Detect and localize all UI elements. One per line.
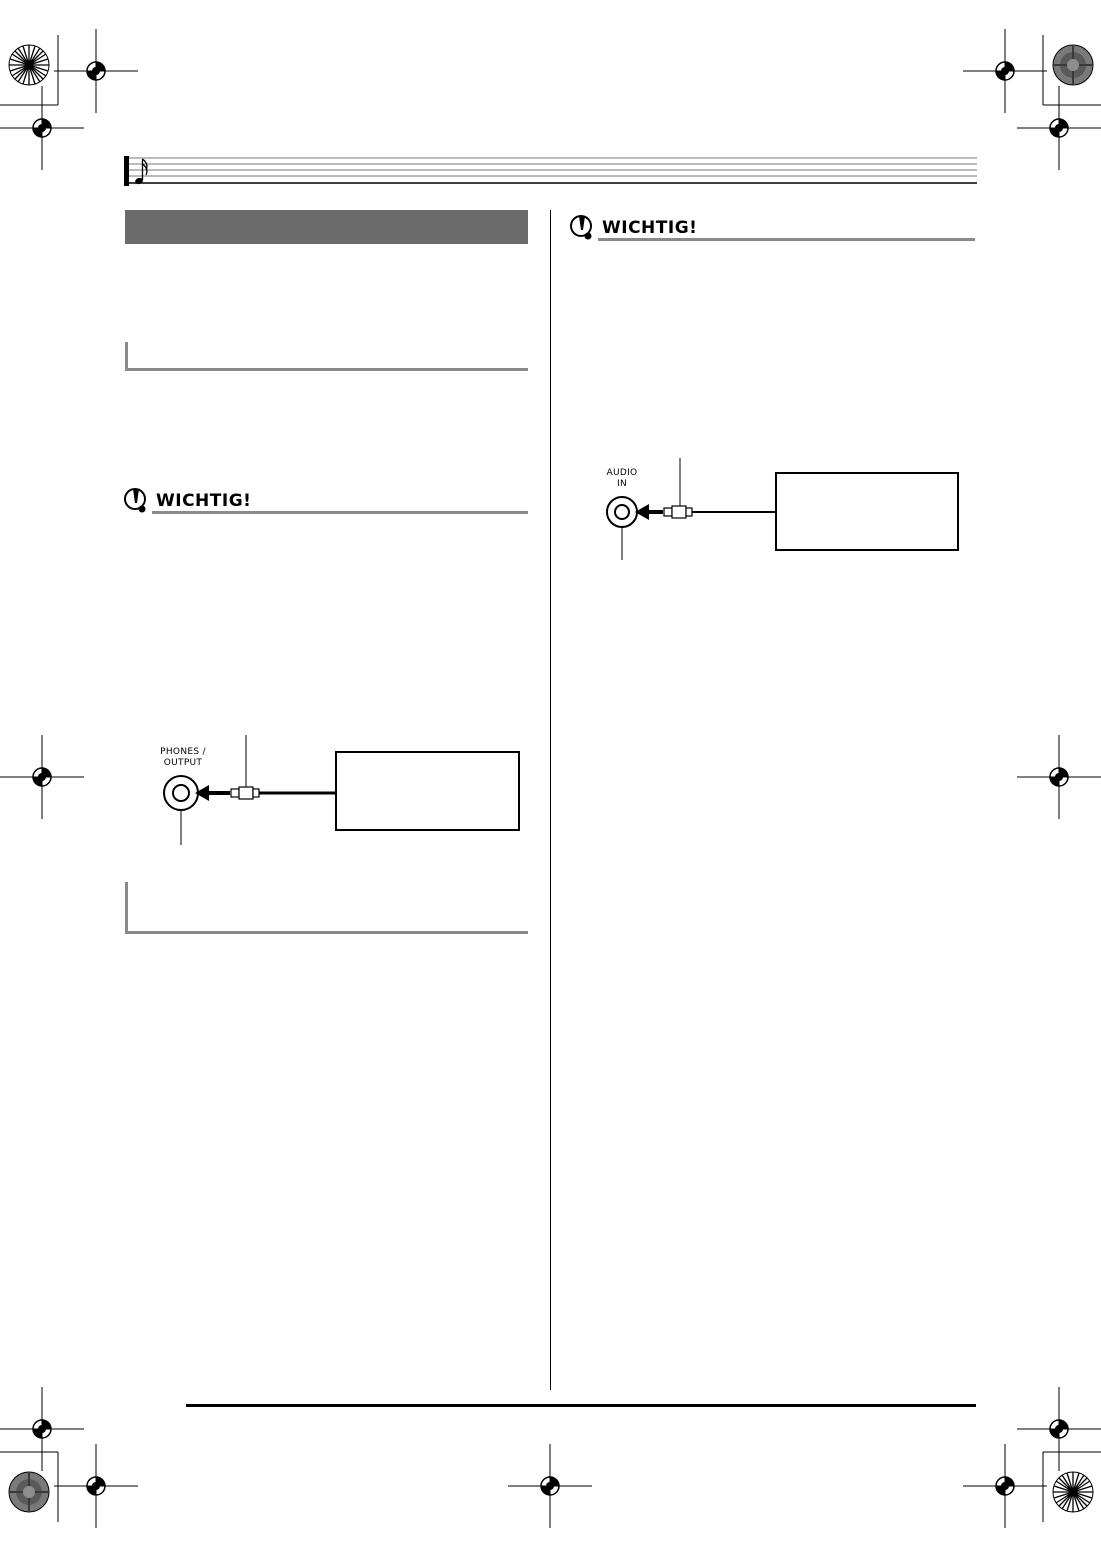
subsection-heading-2 [125, 882, 528, 934]
jack-and-cable [606, 458, 776, 560]
column-divider [550, 210, 551, 1390]
music-note-icon [135, 158, 148, 185]
port-label-audio-in: AUDIO IN [606, 468, 638, 489]
connection-diagram-2: AUDIO IN [595, 458, 965, 563]
important-rule-2 [598, 238, 975, 241]
section-title-bar [125, 210, 528, 244]
jack-and-cable [163, 735, 336, 845]
port-label-phones-output: PHONES / OUTPUT [160, 747, 206, 768]
external-device-box-1 [335, 751, 520, 831]
header-staff [124, 156, 977, 186]
footer-rule [186, 1404, 976, 1407]
important-notice-2: WICHTIG! [570, 210, 975, 244]
exclamation-icon [570, 215, 592, 240]
external-device-box-2 [775, 472, 959, 551]
connection-diagram-1: PHONES / OUTPUT [155, 735, 525, 845]
important-rule-1 [152, 511, 528, 514]
important-notice-1: WICHTIG! [124, 483, 528, 517]
exclamation-icon [124, 488, 146, 513]
important-label-1: WICHTIG! [156, 491, 252, 511]
important-label-2: WICHTIG! [602, 218, 698, 238]
subsection-heading-1 [125, 342, 528, 371]
